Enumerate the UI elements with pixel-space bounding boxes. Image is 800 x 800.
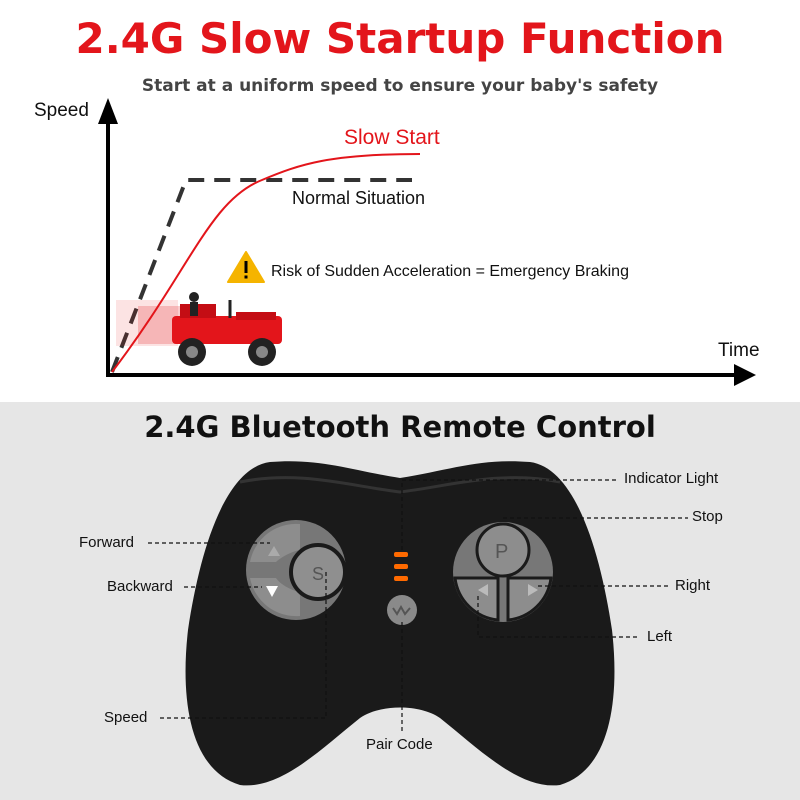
left-label: Left [647, 628, 673, 645]
backward-button[interactable] [250, 578, 300, 617]
indicator-led-3 [394, 576, 408, 581]
pair-icon [392, 604, 411, 616]
pair-code-label: Pair Code [366, 736, 433, 753]
stop-label: Stop [692, 508, 723, 525]
y-axis-arrow-icon [98, 98, 118, 124]
indicator-led-1 [394, 552, 408, 557]
speed-time-graph: Speed Time Normal Situation Slow Start R… [34, 98, 760, 386]
right-label: Right [675, 577, 711, 594]
x-axis-label: Time [718, 340, 760, 361]
remote-title: 2.4G Bluetooth Remote Control [144, 410, 656, 444]
indicator-callout [401, 479, 616, 550]
ride-on-car-image [116, 292, 282, 366]
stop-button[interactable] [475, 522, 531, 578]
backward-label: Backward [107, 578, 173, 595]
indicator-led-2 [394, 564, 408, 569]
speed-button-letter: S [312, 564, 324, 584]
right-button[interactable] [506, 576, 553, 622]
speed-button[interactable] [289, 543, 347, 601]
slow-start-curve [111, 153, 421, 373]
indicator-light-label: Indicator Light [624, 470, 719, 487]
x-axis-arrow-icon [734, 364, 756, 386]
normal-situation-label: Normal Situation [292, 188, 425, 208]
slow-start-label: Slow Start [344, 126, 440, 149]
warning-icon [227, 251, 265, 283]
forward-arrow-icon [268, 546, 280, 556]
stop-button-letter: P [495, 541, 508, 563]
forward-button[interactable] [250, 523, 300, 562]
y-axis-label: Speed [34, 100, 89, 121]
page-title: 2.4G Slow Startup Function [75, 14, 725, 63]
backward-arrow-icon [266, 586, 278, 597]
remote-control-diagram: S P [148, 461, 688, 786]
left-arrow-icon [478, 584, 488, 596]
warning-text: Risk of Sudden Acceleration = Emergency … [271, 263, 629, 280]
speed-label: Speed [104, 709, 148, 726]
remote-body-highlight [239, 476, 561, 494]
forward-label: Forward [79, 534, 135, 551]
left-callout [477, 596, 640, 638]
right-arrow-icon [528, 584, 538, 596]
page-subtitle: Start at a uniform speed to ensure your … [141, 76, 659, 96]
